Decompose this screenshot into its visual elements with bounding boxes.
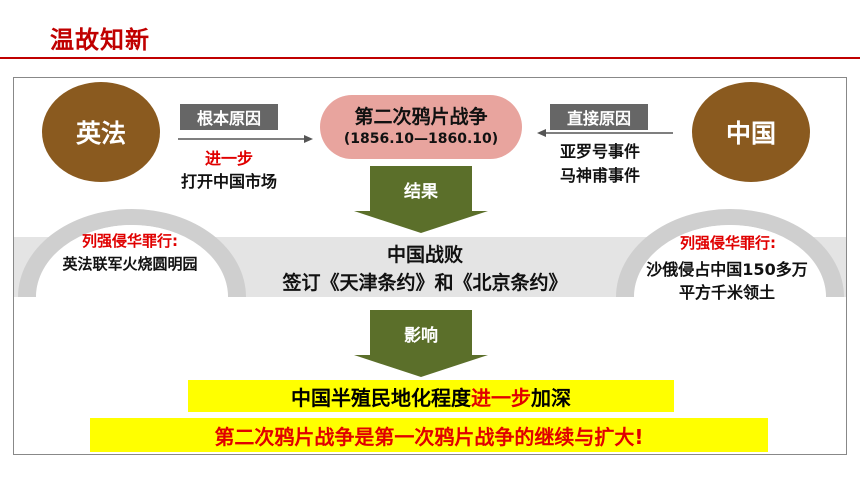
britain-france-circle: 英法 (42, 82, 160, 182)
root-cause-label-text: 根本原因 (196, 109, 261, 128)
right-arc-decoration (616, 209, 844, 297)
page-title: 温故知新 (50, 26, 150, 54)
impact-arrow: 影响 (370, 310, 472, 356)
direct-cause-label-text: 直接原因 (566, 109, 631, 128)
arrow-left-icon (537, 129, 673, 137)
left-arc-decoration (18, 209, 246, 297)
conclusion-text: 第二次鸦片战争是第一次鸦片战争的继续与扩大! (214, 424, 644, 449)
impact-highlight: 中国半殖民地化程度进一步加深 (188, 380, 674, 412)
right-crime-label: 列强侵华罪行: (680, 234, 776, 252)
impact-part1: 中国半殖民地化程度 (291, 385, 471, 410)
impact-part2: 进一步 (471, 385, 531, 410)
china-label: 中国 (725, 119, 776, 148)
conclusion-highlight: 第二次鸦片战争是第一次鸦片战争的继续与扩大! (90, 418, 768, 452)
result-line1: 中国战败 (386, 244, 463, 266)
second-opium-war-oval: 第二次鸦片战争 (1856.10—1860.10) (320, 95, 522, 159)
left-crime-text: 英法联军火烧圆明园 (62, 255, 198, 273)
right-crime-line2: 平方千米领土 (678, 283, 775, 302)
direct-cause-line1: 亚罗号事件 (559, 142, 640, 161)
impact-arrow-head (354, 355, 488, 377)
britain-france-label: 英法 (75, 119, 126, 148)
root-cause-line1: 进一步 (204, 149, 253, 168)
result-arrow-head (354, 211, 488, 233)
result-arrow-label: 结果 (404, 181, 438, 202)
impact-part3: 加深 (531, 385, 571, 410)
root-cause-line2: 打开中国市场 (180, 172, 277, 191)
result-arrow: 结果 (370, 166, 472, 212)
diagram-frame (13, 77, 847, 455)
impact-arrow-label: 影响 (404, 325, 438, 346)
center-title: 第二次鸦片战争 (354, 106, 488, 128)
direct-cause-line2: 马神甫事件 (559, 166, 640, 185)
center-dates: (1856.10—1860.10) (343, 131, 499, 147)
right-crime-line1: 沙俄侵占中国150多万 (646, 260, 808, 279)
left-crime-label: 列强侵华罪行: (82, 232, 178, 250)
title-divider (0, 57, 860, 59)
china-circle: 中国 (692, 82, 810, 182)
direct-cause-label: 直接原因 (550, 104, 648, 130)
arrow-right-icon (178, 135, 313, 143)
result-line2: 签订《天津条约》和《北京条约》 (282, 272, 568, 294)
root-cause-label: 根本原因 (180, 104, 278, 130)
